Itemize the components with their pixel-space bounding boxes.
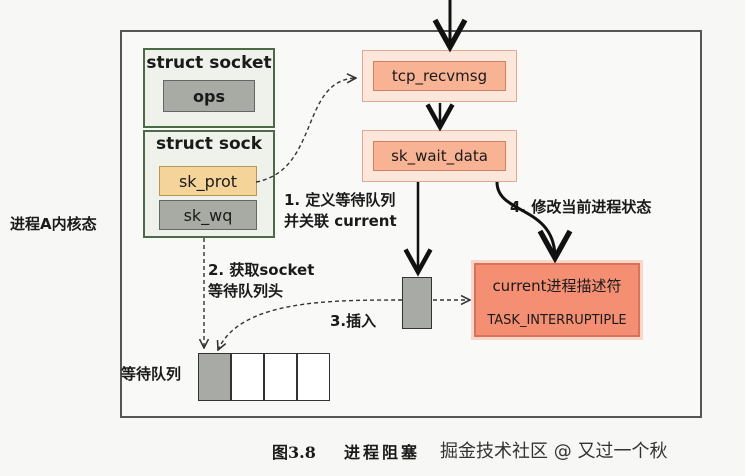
step4-label: 4. 修改当前进程状态 [510,198,652,216]
tcp-recvmsg-label: tcp_recvmsg [373,61,506,91]
wait-queue-head-cell [198,353,231,401]
step1-label-line2: 并关联 current [284,212,397,230]
struct-socket-title: struct socket [146,53,272,73]
figure-number: 图3.8 [272,443,316,462]
wait-queue-cell [264,353,297,401]
sk-wait-data-box: sk_wait_data [362,130,517,182]
current-state: TASK_INTERRUPTIPLE [487,313,627,328]
step3-label: 3.插入 [330,312,377,330]
tcp-recvmsg-box: tcp_recvmsg [362,50,517,102]
wait-queue-label: 等待队列 [121,365,182,383]
process-kernel-label: 进程A内核态 [10,215,97,233]
step2-label-line2: 等待队列头 [208,282,284,300]
current-title: current进程描述符 [492,277,622,295]
step3-arrow [218,299,403,350]
current-process-box: current进程描述符 TASK_INTERRUPTIPLE [474,263,640,337]
step1-label-line1: 1. 定义等待队列 [284,191,396,209]
struct-socket-box: struct socket ops [143,48,275,128]
step2-label-line1: 2. 获取socket [208,261,315,279]
figure-title: 进程阻塞 [344,443,421,462]
ops-field: ops [163,80,255,112]
sk-wait-data-label: sk_wait_data [373,141,506,171]
struct-sock-box: struct sock sk_prot sk_wq [143,130,275,238]
struct-sock-title: struct sock [155,134,263,154]
sk-wq-field: sk_wq [159,200,257,230]
wait-queue-cell [297,353,330,401]
wait-queue-cell [231,353,264,401]
step4-arrow [495,181,573,264]
sk-prot-field: sk_prot [159,166,257,196]
wait-entry-node [402,277,432,329]
wait-queue [198,353,332,401]
watermark: 掘金技术社区 @ 又过一个秋 [440,441,668,462]
sk-prot-to-recvmsg-arrow [255,78,356,183]
